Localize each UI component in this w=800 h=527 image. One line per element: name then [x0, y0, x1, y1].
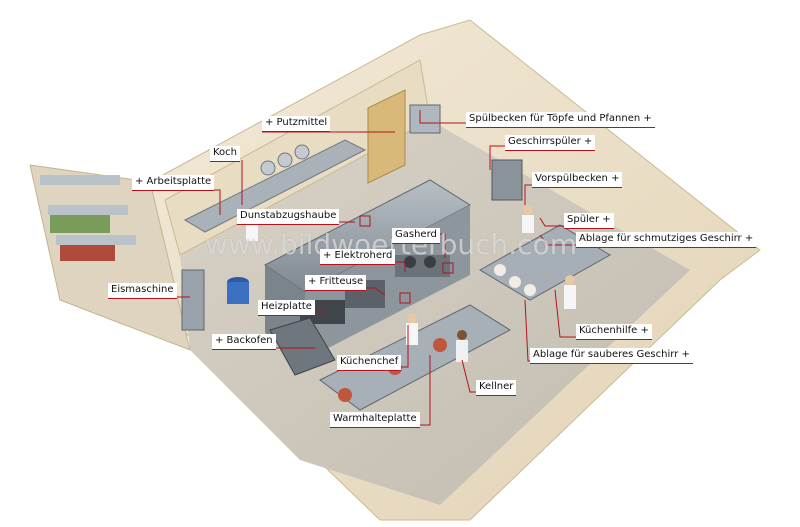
burner [424, 256, 436, 268]
person-dishwasher [522, 205, 534, 233]
label-gasherd[interactable]: Gasherd [392, 228, 440, 244]
label-putzmittel[interactable]: + Putzmittel [262, 116, 331, 132]
person-chef [406, 313, 418, 345]
label-ablage-schmutzig[interactable]: Ablage für schmutziges Geschirr + [576, 232, 757, 248]
back-counter [183, 139, 367, 233]
label-kellner[interactable]: Kellner [476, 380, 517, 396]
door [367, 89, 406, 184]
clean-dish [509, 276, 521, 288]
pot [277, 152, 293, 168]
dishwasher [491, 159, 523, 201]
oven [269, 317, 336, 376]
label-kuechenhilfe[interactable]: Küchenhilfe + [576, 324, 652, 340]
label-vorspuelbecken[interactable]: Vorspülbecken + [532, 172, 623, 188]
plate [338, 388, 352, 402]
ice-machine [181, 269, 205, 331]
label-spuelbecken[interactable]: Spülbecken für Töpfe und Pfannen + [466, 112, 655, 128]
person-kitchen-helper [564, 275, 576, 309]
label-koch[interactable]: Koch [210, 146, 241, 162]
burner [404, 256, 416, 268]
plate [433, 338, 447, 352]
label-arbeitsplatte[interactable]: + Arbeitsplatte [132, 175, 215, 191]
label-kuechenchef[interactable]: Küchenchef [337, 355, 402, 371]
pot [294, 144, 310, 160]
label-marker [359, 215, 371, 227]
label-eismaschine[interactable]: Eismaschine [108, 283, 177, 299]
label-warmhalteplatte[interactable]: Warmhalteplatte [330, 412, 420, 428]
label-fritteuse[interactable]: + Fritteuse [305, 275, 367, 291]
person-waiter [456, 330, 468, 362]
storage-shelf [56, 235, 136, 245]
blue-bin-body [227, 282, 249, 304]
clean-dish [494, 264, 506, 276]
label-elektroherd[interactable]: + Elektroherd [320, 249, 396, 265]
label-dunstabzugshaube[interactable]: Dunstabzugshaube [237, 209, 340, 225]
pot [260, 160, 276, 176]
label-marker [399, 292, 411, 304]
storage-goods [50, 215, 110, 233]
label-marker [442, 262, 454, 274]
label-heizplatte[interactable]: Heizplatte [258, 300, 315, 316]
storage-shelf [48, 205, 128, 215]
storage-shelf [40, 175, 120, 185]
label-backofen[interactable]: + Backofen [212, 334, 276, 350]
label-spueler[interactable]: Spüler + [564, 213, 614, 229]
label-ablage-sauber[interactable]: Ablage für sauberes Geschirr + [530, 348, 693, 364]
clean-dish [524, 284, 536, 296]
pot-sink [409, 104, 441, 134]
label-geschirrspueler[interactable]: Geschirrspüler + [505, 135, 596, 151]
storage-goods [60, 245, 115, 261]
